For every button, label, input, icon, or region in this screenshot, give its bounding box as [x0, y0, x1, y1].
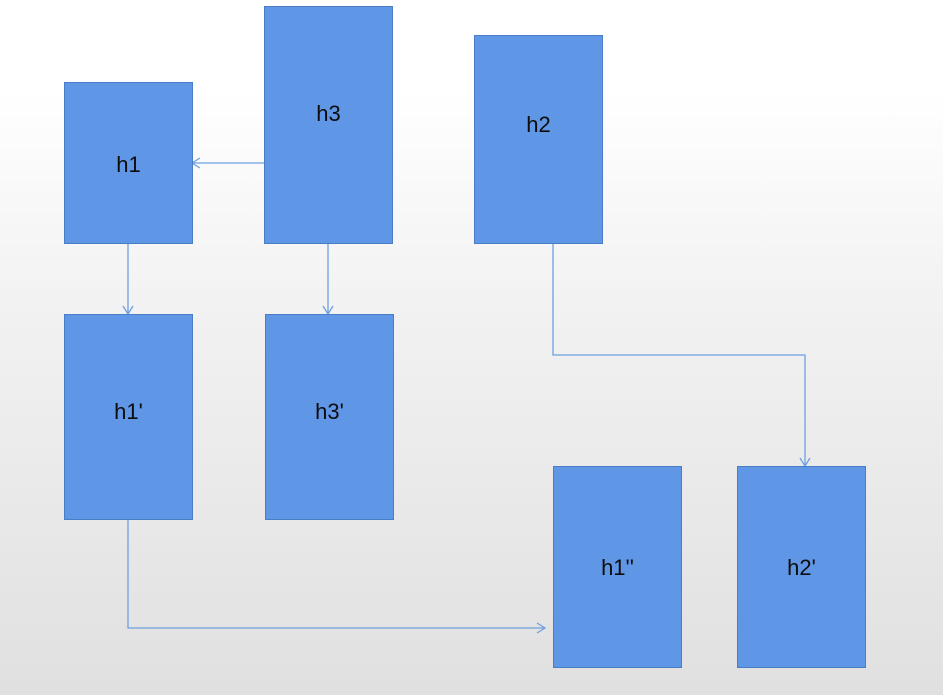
- edge-h2-to-h2-prime-line: [552, 244, 806, 466]
- box-h1-prime-label: h1': [114, 399, 143, 424]
- edge-h1-prime-to-h1-double-prime: [127, 520, 547, 634]
- box-h1-double-prime[interactable]: h1'': [553, 466, 682, 668]
- edge-h3-to-h3-prime: [322, 244, 334, 316]
- box-h2-label: h2: [526, 112, 551, 137]
- edge-h1-prime-to-h1-double-prime-line: [127, 520, 545, 629]
- box-h1-prime[interactable]: h1': [64, 314, 193, 520]
- box-h1-label: h1: [116, 152, 141, 177]
- box-h3[interactable]: h3: [264, 6, 393, 244]
- box-h3-prime[interactable]: h3': [265, 314, 394, 520]
- box-h1[interactable]: h1: [64, 82, 193, 244]
- box-h3-label: h3: [316, 101, 341, 126]
- box-h3-prime-label: h3': [315, 399, 344, 424]
- box-h2-prime-label: h2': [787, 555, 816, 580]
- edge-h1-prime-to-h1-double-prime-arrowhead: [536, 622, 547, 634]
- box-h1-double-prime-label: h1'': [601, 555, 634, 580]
- edge-h2-to-h2-prime: [552, 244, 811, 468]
- edge-h1-to-h1-prime: [122, 244, 134, 316]
- box-h2-prime[interactable]: h2': [737, 466, 866, 668]
- box-h2[interactable]: h2: [474, 35, 603, 244]
- edge-h3-to-h1: [190, 157, 273, 169]
